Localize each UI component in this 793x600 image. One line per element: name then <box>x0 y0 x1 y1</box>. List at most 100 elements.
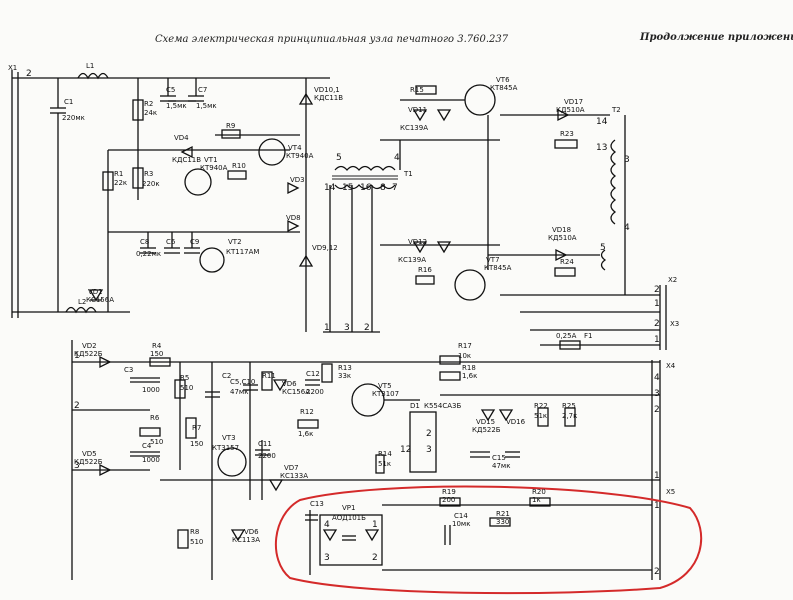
pin-numbers: 2 1 3 2 5 4 14 15 16 8 7 14 13 3 4 5 2 1… <box>26 69 660 577</box>
label-vt3: VT3 <box>222 434 236 442</box>
pin-7: 7 <box>392 183 398 193</box>
label-r13: R13 <box>338 364 352 372</box>
value-vd6: КС156А <box>282 388 310 396</box>
value-c11: 2200 <box>258 452 276 460</box>
label-x1: X1 <box>8 64 17 72</box>
pin-3-t2: 3 <box>624 155 630 165</box>
pin-2-x1: 2 <box>26 69 32 79</box>
label-vd9: VD9,12 <box>312 244 338 252</box>
value-vt3: КТ3157 <box>212 444 239 452</box>
pin-3-vp1: 3 <box>324 553 330 563</box>
label-r2: R2 <box>144 100 153 108</box>
label-c13: C13 <box>310 500 324 508</box>
label-x3: X3 <box>670 320 679 328</box>
label-c4: C4 <box>142 442 152 450</box>
value-r2: 24к <box>144 109 157 117</box>
pin-15: 15 <box>342 183 353 193</box>
label-r8: R8 <box>190 528 199 536</box>
value-r3: 220к <box>142 180 160 188</box>
value-vd1: КС156А <box>86 296 114 304</box>
label-c15: C15 <box>492 454 506 462</box>
pin-3-bus: 3 <box>344 323 350 333</box>
label-d1: D1 <box>410 402 420 410</box>
label-c11: C11 <box>258 440 272 448</box>
label-r5: R5 <box>180 374 189 382</box>
pin-14-t2: 14 <box>596 117 608 127</box>
pin-14: 14 <box>324 183 336 193</box>
label-r25: R25 <box>562 402 576 410</box>
label-vd5: VD5 <box>82 450 97 458</box>
label-r24: R24 <box>560 258 574 266</box>
value-r4: 150 <box>150 350 163 358</box>
pin-8: 8 <box>380 183 386 193</box>
value-vd4: КДС11В <box>172 156 201 164</box>
value-vt1: КТ940А <box>200 164 228 172</box>
label-r22: R22 <box>534 402 548 410</box>
label-r1: R1 <box>114 170 123 178</box>
value-vd5: КД522Б <box>74 458 103 466</box>
label-f1: F1 <box>584 332 592 340</box>
label-vd17: VD17 <box>564 98 583 106</box>
value-vd6b: КС113А <box>232 536 260 544</box>
label-vd7: VD7 <box>284 464 299 472</box>
value-r5: 510 <box>180 384 193 392</box>
pin-2-x5: 2 <box>654 567 660 577</box>
value-r13: 33к <box>338 372 351 380</box>
value-r12: 1,6к <box>298 430 313 438</box>
pin-13-t2: 13 <box>596 143 607 153</box>
label-c7: C7 <box>198 86 207 94</box>
pin-4-x4: 4 <box>654 373 660 383</box>
continuation-label: Продолжение приложени <box>639 32 793 43</box>
pin-1-x4: 1 <box>654 471 660 481</box>
label-c8: C8 <box>140 238 149 246</box>
value-r22: 51к <box>534 412 547 420</box>
label-vp1: VP1 <box>342 504 355 512</box>
pin-3-d1: 3 <box>426 445 432 455</box>
label-r15: R15 <box>410 86 424 94</box>
value-r18: 1,6к <box>462 372 477 380</box>
label-vd4: VD4 <box>174 134 189 142</box>
value-r1: 22к <box>114 179 127 187</box>
upper-section <box>11 70 667 350</box>
value-r20: 1к <box>532 496 541 504</box>
label-r20: R20 <box>532 488 546 496</box>
pin-12-d1: 12 <box>400 445 411 455</box>
pin-1-left: 1 <box>74 351 80 361</box>
value-r19: 200 <box>442 496 455 504</box>
value-c14: 10мк <box>452 520 470 528</box>
label-t1: T1 <box>403 170 413 178</box>
value-vd17: КД510А <box>556 106 585 114</box>
value-r7: 150 <box>190 440 203 448</box>
label-c10: C5,C10 <box>230 378 255 386</box>
label-r4: R4 <box>152 342 162 350</box>
label-l2: L2 <box>78 298 86 306</box>
label-r18: R18 <box>462 364 476 372</box>
value-vd10: КДС11В <box>314 94 343 102</box>
label-r12: R12 <box>300 408 314 416</box>
label-vt1: VT1 <box>204 156 218 164</box>
label-vd6: VD6 <box>282 380 297 388</box>
value-vd12: КС139А <box>398 256 426 264</box>
label-x5: X5 <box>666 488 675 496</box>
label-r10: R10 <box>232 162 246 170</box>
value-vp1: АОД101Б <box>332 514 366 522</box>
label-vd11: VD11 <box>408 106 427 114</box>
label-vd18: VD18 <box>552 226 571 234</box>
label-vd10: VD10,1 <box>314 86 340 94</box>
label-c6: C6 <box>166 238 176 246</box>
pin-4: 4 <box>394 153 400 163</box>
value-d1: К554СА3Б <box>424 402 461 410</box>
component-labels: X1 L1 C1 220мк R2 24к C5 1,5мк C7 1,5мк … <box>8 62 679 546</box>
label-r7: R7 <box>192 424 201 432</box>
value-r6: 510 <box>150 438 163 446</box>
label-vd1: VD1 <box>88 288 103 296</box>
pin-2-bus: 2 <box>364 323 370 333</box>
label-r14: R14 <box>378 450 392 458</box>
label-r17: R17 <box>458 342 472 350</box>
label-vt2: VT2 <box>228 238 242 246</box>
label-vd16: VD16 <box>506 418 526 426</box>
pin-1-x3: 1 <box>654 335 660 345</box>
label-vd15: VD15 <box>476 418 495 426</box>
